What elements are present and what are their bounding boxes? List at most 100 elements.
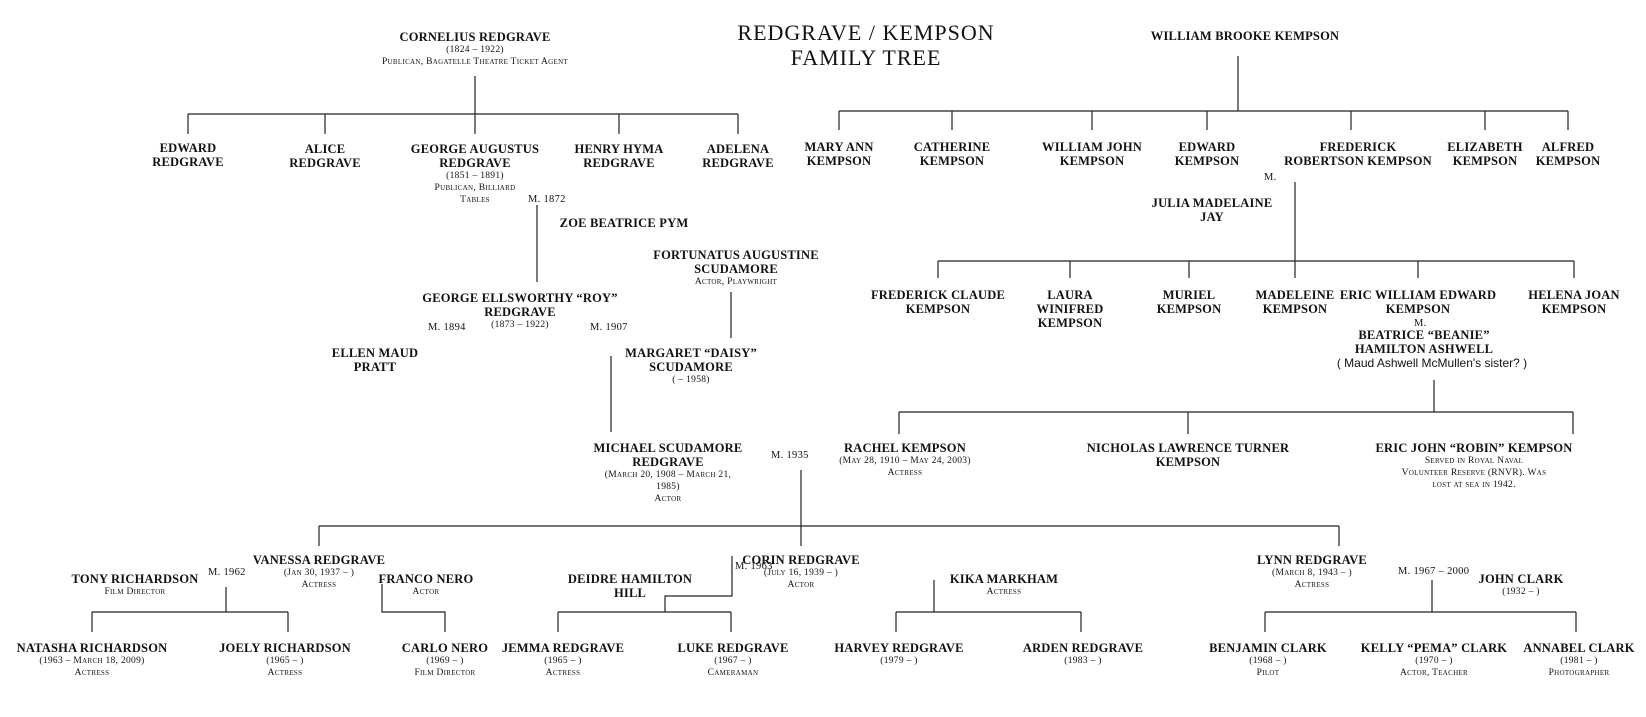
- person-name-line: MADELEINE: [1255, 288, 1335, 302]
- person-name-line: ERIC JOHN “ROBIN” KEMPSON: [1375, 441, 1573, 455]
- person-name-line: ROBERTSON KEMPSON: [1284, 154, 1432, 168]
- person-name-line: SCUDAMORE: [649, 360, 733, 374]
- person-name-line: JOELY RICHARDSON: [219, 641, 351, 655]
- marriage-label-1872: M. 1872: [528, 194, 566, 205]
- person-name-line: REDGRAVE: [439, 156, 511, 170]
- person-name-line: WILLIAM BROOKE KEMPSON: [1150, 29, 1340, 43]
- connector-michael-rachel-children: [318, 470, 1340, 546]
- person-john-clark: JOHN CLARK(1932 – ): [1479, 572, 1564, 598]
- person-carlo-nero: CARLO NERO(1969 – )Film Director: [402, 641, 488, 679]
- person-name-line: HILL: [613, 586, 647, 600]
- person-detail-line: Actress: [301, 580, 337, 590]
- person-detail-line: Publican, Billiard: [434, 183, 516, 193]
- note-maud-ashwell: ( Maud Ashwell McMullen's sister? ): [1336, 356, 1528, 370]
- marriage-label-frederick: M.: [1264, 172, 1277, 183]
- marriage-label-1967-2000: M. 1967 – 2000: [1398, 566, 1470, 577]
- person-name-line: ALFRED: [1541, 140, 1595, 154]
- person-name-line: FREDERICK: [1319, 140, 1397, 154]
- person-detail-line: Actress: [887, 468, 923, 478]
- person-name-line: FRANCO NERO: [378, 572, 474, 586]
- person-detail-line: Actress: [267, 668, 303, 678]
- person-harvey-redgrave: HARVEY REDGRAVE(1979 – ): [834, 641, 963, 667]
- marriage-label-1963: M. 1963: [735, 561, 773, 572]
- person-name-line: JAY: [1200, 210, 1224, 224]
- person-name-line: KEMPSON: [905, 302, 971, 316]
- person-detail-line: (1932 – ): [1502, 587, 1540, 597]
- person-detail-line: Actor, Playwright: [694, 277, 778, 287]
- person-name-line: LUKE REDGRAVE: [677, 641, 789, 655]
- person-natasha-richardson: NATASHA RICHARDSON(1963 – March 18, 2009…: [17, 641, 168, 679]
- person-name-line: FREDERICK CLAUDE: [870, 288, 1006, 302]
- person-name-line: KEMPSON: [919, 154, 985, 168]
- person-name-line: LAURA: [1047, 288, 1093, 302]
- person-name-line: PRATT: [353, 360, 397, 374]
- person-detail-line: (1981 – ): [1560, 656, 1598, 666]
- person-detail-line: (1979 – ): [880, 656, 918, 666]
- person-name-line: REDGRAVE: [484, 305, 556, 319]
- person-name-line: HENRY HYMA: [574, 142, 664, 156]
- person-name-line: ARDEN REDGRAVE: [1022, 641, 1144, 655]
- person-name-line: KIKA MARKHAM: [949, 572, 1059, 586]
- person-william-brooke-kempson: WILLIAM BROOKE KEMPSON: [1151, 29, 1339, 43]
- person-name-line: ELLEN MAUD: [331, 346, 419, 360]
- person-name-line: KEMPSON: [1156, 302, 1222, 316]
- person-name-line: WILLIAM JOHN: [1042, 140, 1142, 154]
- person-name-line: MARGARET “DAISY”: [625, 346, 757, 360]
- person-annabel-clark: ANNABEL CLARK(1981 – )Photographer: [1523, 641, 1634, 679]
- person-name-line: ELIZABETH: [1447, 140, 1523, 154]
- person-detail-line: Actress: [1294, 580, 1330, 590]
- person-name-line: ZOE BEATRICE PYM: [559, 216, 689, 230]
- person-detail-line: Served in Royal Naval: [1424, 456, 1524, 466]
- person-name-line: NATASHA RICHARDSON: [16, 641, 168, 655]
- person-name-line: GEORGE ELLSWORTHY “ROY”: [422, 291, 618, 305]
- marriage-label-eric: M.: [1414, 318, 1427, 329]
- person-detail-line: (1967 – ): [714, 656, 752, 666]
- person-name-line: ADELENA: [706, 142, 770, 156]
- person-detail-line: (July 16, 1939 – ): [763, 568, 839, 578]
- person-detail-line: ( – 1958): [672, 375, 710, 385]
- person-detail-line: (March 20, 1908 – March 21,: [604, 470, 732, 480]
- person-roy-redgrave: GEORGE ELLSWORTHY “ROY”REDGRAVE(1873 – 1…: [422, 291, 617, 331]
- person-name-line: HAMILTON ASHWELL: [1354, 342, 1494, 356]
- person-name-line: FORTUNATUS AUGUSTINE: [653, 248, 819, 262]
- title-line-2: FAMILY TREE: [790, 45, 942, 70]
- person-name-line: MURIEL: [1162, 288, 1216, 302]
- person-vanessa-redgrave: VANESSA REDGRAVE(Jan 30, 1937 – )Actress: [253, 553, 385, 591]
- person-name-line: REDGRAVE: [702, 156, 774, 170]
- connector-frederick-children: [937, 182, 1575, 278]
- person-arden-redgrave: ARDEN REDGRAVE(1983 – ): [1023, 641, 1143, 667]
- person-detail-line: (Jan 30, 1937 – ): [283, 568, 355, 578]
- person-name-line: KELLY “PEMA” CLARK: [1360, 641, 1508, 655]
- person-name-line: EDWARD: [1178, 140, 1236, 154]
- person-name-line: CARLO NERO: [401, 641, 489, 655]
- person-name-line: KEMPSON: [1037, 316, 1103, 330]
- person-detail-line: Actor: [412, 587, 440, 597]
- person-beatrice-hamilton-ashwell: BEATRICE “BEANIE”HAMILTON ASHWELL: [1355, 328, 1493, 356]
- connector-lynn-john-children: [1264, 580, 1577, 632]
- person-luke-redgrave: LUKE REDGRAVE(1967 – )Cameraman: [677, 641, 788, 679]
- person-name-line: SCUDAMORE: [694, 262, 778, 276]
- person-benjamin-clark: BENJAMIN CLARK(1968 – )Pilot: [1209, 641, 1327, 679]
- person-cornelius-redgrave: CORNELIUS REDGRAVE(1824 – 1922)Publican,…: [382, 30, 568, 68]
- connector-william-children: [838, 56, 1569, 130]
- person-detail-line: Actress: [74, 668, 110, 678]
- person-detail-line: Actor: [787, 580, 815, 590]
- person-name-line: REDGRAVE: [152, 155, 224, 169]
- person-detail-line: lost at sea in 1942.: [1432, 480, 1516, 490]
